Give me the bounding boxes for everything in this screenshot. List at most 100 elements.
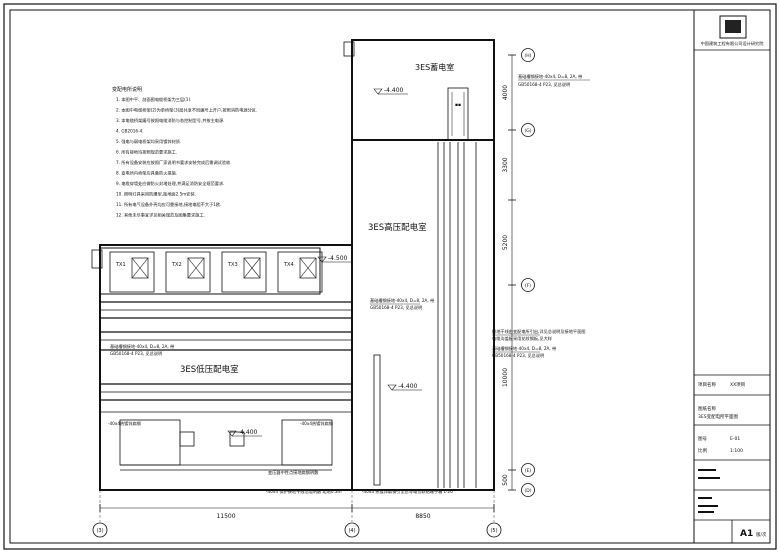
transformer-label: TX3	[227, 262, 238, 268]
grid-bubble	[486, 522, 502, 538]
notes-lines: 1. 本图中平、剖面图电缆桥架为三层(1). 2. 本图中电缆桥架(2)为单桥架(…	[116, 96, 257, 219]
transformer-x	[187, 257, 205, 279]
note-line: 4. GB2016-4.	[116, 129, 144, 134]
elevation-triangle	[387, 384, 397, 391]
title-block-frame	[693, 9, 771, 544]
general-notes: 变配电所说明 1. 本图中平、剖面图电缆桥架为三层(1). 2. 本图中电缆桥架(…	[112, 86, 257, 219]
tb-field-label: 图号	[698, 436, 707, 442]
hv-cable-trenches	[437, 142, 477, 488]
note-line: 5. 强电与弱电桥架均采用镀锌材质.	[116, 138, 181, 145]
callout-text: 电缆沟盖板采用花纹钢板,见大样	[492, 335, 552, 342]
tb-drawing-title: 3ES变配电所平面图	[698, 413, 739, 420]
note-line: 1. 本图中平、剖面图电缆桥架为三层(1).	[116, 96, 191, 103]
elevation-label: -4.400	[238, 429, 258, 436]
dim-label: 4000	[502, 85, 509, 100]
right-dimension-chain: 4000 3300 5200 10000 500	[502, 54, 516, 491]
callout-text: -40x4热镀锌扁钢	[300, 420, 333, 427]
grid-bubble-label: (5)	[490, 528, 497, 534]
room-label-battery: 3ES蓄电室	[415, 62, 454, 72]
dim-label: 3300	[502, 157, 509, 172]
note-line: 11. 所有电气设备外壳均应可靠接地,接地电阻不大于1欧.	[116, 201, 221, 208]
lv-cabinet	[119, 419, 181, 466]
grid-bubble	[521, 278, 535, 292]
callout-text: 基础槽钢接地-40x4, D=8, 2A, 带	[370, 297, 434, 304]
transformer-label: TX2	[171, 262, 182, 268]
battery-rack-label: ▪▪	[455, 103, 461, 108]
transformer-label: TX1	[115, 262, 126, 268]
note-line: 2. 本图中电缆桥架(2)为单桥架(3)层共享不同编号上开户,按照消防电源分区.	[116, 107, 257, 114]
note-line: 12. 其他未尽事宜详见相关规范及图集要求施工.	[116, 212, 205, 219]
note-line: 6. 所有接地均按照规范要求施工.	[116, 149, 177, 156]
callout-text: GB50168-4 P23, 见总说明	[110, 350, 162, 357]
callout-text: GB50168-4 P23, 见总说明	[370, 304, 422, 311]
lv-room-wall	[99, 244, 353, 491]
room-label-hv: 3ES高压配电室	[368, 222, 427, 233]
transformer-body	[131, 257, 149, 279]
callout-text: GB50168-4 P23, 见总说明	[492, 352, 544, 359]
callout-text: -40x4 热镀锌扁钢引至总等电位联结端子箱 L-26	[362, 488, 453, 495]
company-logo-mark	[725, 20, 741, 33]
note-line: 10. 照明灯具采用防爆型,距地面2.5m安装.	[116, 191, 196, 198]
grid-bubble	[344, 522, 360, 538]
lv-switchgear-rows	[100, 301, 352, 413]
title-block: 中国建筑工程有限公司设计研究院 项目名称 XX项目 图纸名称 3ES变配电所平面…	[693, 9, 771, 544]
battery-room: 3ES蓄电室 ▪▪	[343, 39, 495, 141]
company-name: 中国建筑工程有限公司设计研究院	[701, 40, 765, 47]
elevation-label: -4.400	[398, 383, 418, 390]
transformer-bay	[165, 251, 211, 293]
grid-bubble-label: (4)	[348, 528, 355, 534]
transformer-x	[299, 257, 317, 279]
lv-cabinet	[179, 431, 195, 447]
callout-text: -40x4热镀锌扁钢	[108, 420, 141, 427]
tb-field-value: 1:100	[730, 448, 743, 454]
tb-field-label: 图纸名称	[698, 405, 716, 412]
grid-bubble-label: (H)	[525, 53, 532, 59]
lv-room-column	[91, 249, 103, 269]
grid-bubble-label: (E)	[525, 468, 532, 474]
note-line: 3. 本电缆桥架编号按照电缆消防与各控制型号,并按主电源.	[116, 117, 225, 124]
lv-cabinet	[229, 431, 245, 447]
transformer-bay	[221, 251, 267, 293]
sheet-revision: 版/次	[756, 531, 767, 538]
dim-label: 5200	[502, 235, 509, 250]
dim-label: 500	[502, 474, 509, 486]
grid-bubble	[92, 522, 108, 538]
grid-bubble-label: (F)	[525, 283, 531, 289]
transformer-x	[131, 257, 149, 279]
hv-room-wall	[351, 139, 495, 491]
sheet-number: A1	[740, 529, 753, 539]
lv-cabinet	[281, 419, 333, 466]
grid-bubble-label: (3)	[96, 528, 103, 534]
tb-field-label: 项目名称	[698, 381, 716, 388]
transformer-bay	[277, 251, 323, 293]
callout-text: 基础槽钢接地-40x4, D=8, 2A, 带	[492, 345, 556, 352]
elevation-label: -4.400	[384, 87, 404, 94]
battery-rack	[447, 87, 469, 141]
callout-text: GB50168-4 P23, 见总说明	[518, 81, 570, 88]
elevation-triangle	[373, 88, 383, 95]
transformer-body	[243, 257, 261, 279]
grid-bubbles: (3)(4)(5)(H)(G)(F)(E)(D)	[92, 48, 535, 538]
dim-label: 8850	[415, 513, 430, 520]
callout-text: 接地干线由变配电所引出,详见总说明及接地平面图	[492, 328, 585, 335]
grid-bubble	[521, 48, 535, 62]
elevation-label: -4.500	[328, 255, 348, 262]
transformer-x	[243, 257, 261, 279]
tb-field-label: 比例	[698, 447, 707, 454]
note-line: 8. 变电所内桥架应具备防火措施.	[116, 170, 177, 177]
notes-title: 变配电所说明	[112, 86, 142, 93]
callout-text: 基础槽钢接地-40x4, D=8, 2A, 带	[110, 343, 174, 350]
elevation-markers: -4.400 -4.500 -4.400 -4.400	[227, 87, 422, 437]
tb-field-value: E-01	[730, 436, 740, 442]
elevation-triangle	[317, 256, 327, 263]
tb-stamp-lines	[698, 469, 720, 513]
dim-label: 10000	[502, 368, 509, 387]
sheet-border	[3, 3, 777, 550]
grid-bubble-label: (D)	[525, 488, 532, 494]
hv-room: 3ES高压配电室	[351, 139, 495, 491]
